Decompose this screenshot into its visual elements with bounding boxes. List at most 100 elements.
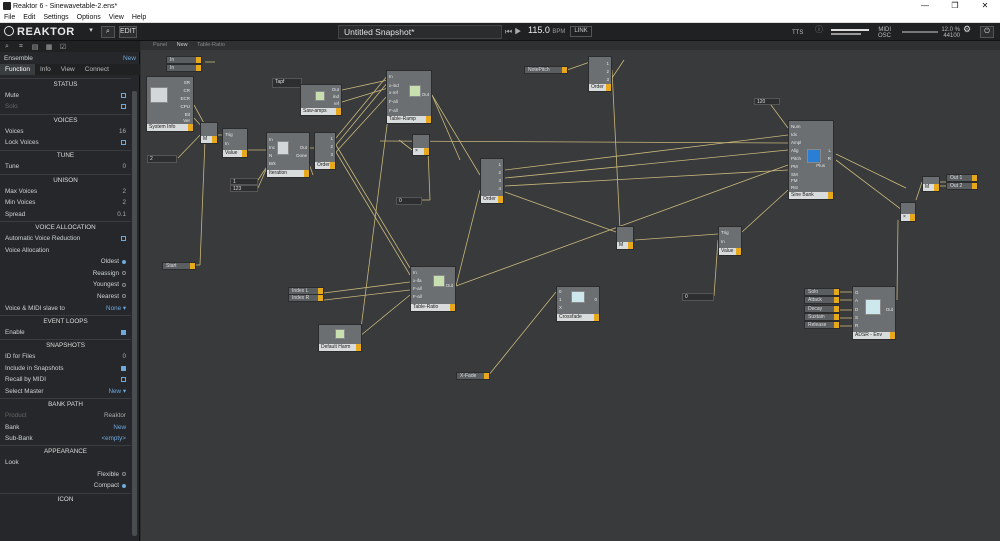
checkbox[interactable] (121, 236, 126, 242)
menu-help[interactable]: Help (131, 13, 147, 21)
adsr-env-module[interactable]: G A D S R Out ADSR - Env (852, 286, 896, 340)
play-icon[interactable]: ▶ (514, 27, 522, 36)
checkbox[interactable] (121, 377, 126, 383)
property-value[interactable]: Reaktor (103, 411, 126, 419)
merge-module[interactable]: M (200, 122, 218, 144)
out-module-1[interactable]: Out 1 (946, 174, 978, 182)
tempo-display[interactable]: 115.0 BPM (528, 25, 565, 35)
breadcrumb-item[interactable]: Table-Ratio (197, 42, 225, 48)
checkbox[interactable] (121, 92, 126, 98)
breadcrumb-item[interactable]: Panel (153, 42, 168, 48)
dropdown-chevron-icon[interactable]: ▾ (89, 27, 93, 34)
properties-icon[interactable]: ☑ (59, 43, 67, 51)
checkbox[interactable] (121, 329, 126, 335)
ensemble-value[interactable]: New (122, 54, 136, 62)
property-row[interactable]: Nearest (0, 291, 131, 303)
radio-button[interactable] (122, 271, 126, 276)
start-module[interactable]: Start (162, 262, 196, 270)
menu-file[interactable]: File (4, 13, 16, 21)
sustain-knob[interactable]: Sustain (804, 313, 840, 321)
property-row[interactable]: Mute (0, 90, 131, 102)
property-row[interactable]: Flexible (0, 469, 131, 481)
grid-icon[interactable]: ⌗ (19, 42, 23, 50)
menu-settings[interactable]: Settings (43, 13, 69, 21)
info-icon[interactable]: ⓘ (815, 25, 823, 34)
property-row[interactable]: Solo (0, 101, 131, 113)
solo-knob[interactable]: Solo (804, 288, 840, 296)
property-row[interactable]: Automatic Voice Reduction (0, 233, 131, 245)
iteration-module[interactable]: In Inc N Brk Out Done Iteration (266, 132, 310, 178)
maximize-icon[interactable]: ❐ (951, 1, 959, 10)
order-module[interactable]: 1 2 3 Order (588, 56, 612, 92)
settings-icon[interactable]: ⚙ (963, 24, 972, 34)
property-row[interactable]: Enable (0, 326, 131, 338)
x-fade-module[interactable]: X-Fade (456, 372, 490, 380)
value-module[interactable]: Trig In Value (222, 128, 248, 158)
link-button[interactable]: LINK (570, 26, 592, 37)
browser-search-icon[interactable]: ⌕ (5, 42, 9, 50)
constant-module[interactable]: 2 (147, 155, 177, 163)
tab-view[interactable]: View (60, 66, 75, 73)
property-row[interactable]: Lock Voices (0, 137, 131, 149)
property-value[interactable]: 0 (122, 352, 126, 360)
table-ratio-module[interactable]: In x-ifa F-all F-all Out Table-Ratio (410, 266, 456, 312)
property-value[interactable]: 2 (122, 199, 126, 207)
menu-options[interactable]: Options (76, 13, 101, 21)
order-module[interactable]: 1 2 3 Order (314, 132, 336, 170)
constant-module[interactable]: 123 (230, 185, 258, 192)
radio-button[interactable] (122, 259, 126, 264)
radio-button[interactable] (122, 282, 126, 287)
property-value[interactable]: <empty> (101, 435, 126, 443)
breadcrumb-item[interactable]: New (176, 42, 188, 48)
menu-view[interactable]: View (108, 13, 124, 21)
property-row[interactable]: Sub-Bank<empty> (0, 433, 131, 445)
release-knob[interactable]: Release (804, 321, 840, 329)
multiply-module[interactable]: × (412, 134, 430, 156)
radio-button[interactable] (122, 472, 126, 477)
tts-label[interactable]: TTS (792, 30, 804, 36)
property-row[interactable]: Recall by MIDI (0, 374, 131, 386)
library-icon[interactable]: ▤ (31, 43, 39, 51)
tab-info[interactable]: Info (39, 66, 51, 73)
in-module[interactable]: In (166, 64, 202, 72)
multiply-module[interactable]: × (900, 202, 916, 222)
property-value[interactable]: 2 (122, 187, 126, 195)
system-info-module[interactable]: SR CR ECR CPU Bit Ver System Info (146, 76, 194, 132)
decay-knob[interactable]: Decay (804, 305, 840, 313)
crossfade-module[interactable]: 0 1 X 0 Crossfade (556, 286, 600, 322)
in-module[interactable]: In (166, 56, 202, 64)
table-ramp-module[interactable]: In x-ind x-ref F-all F-all Out Table-Ram… (386, 70, 432, 124)
merge-module[interactable]: M (616, 226, 634, 250)
property-value[interactable]: None ▾ (106, 304, 126, 312)
stop-icon[interactable]: ⏮ (505, 27, 513, 36)
constant-module[interactable]: 1 (230, 178, 258, 185)
property-row[interactable]: Oldest (0, 256, 131, 268)
minimize-icon[interactable]: — (921, 1, 929, 10)
property-value[interactable]: New (113, 423, 126, 431)
modules-icon[interactable]: ▦ (45, 43, 53, 51)
property-row[interactable]: Include in Snapshots (0, 362, 131, 374)
merge-module[interactable]: M (922, 176, 940, 192)
constant-module[interactable]: 0 (396, 197, 422, 205)
sine-bank-module[interactable]: Num Idx Ampl Alig Pitch PM SM FM Rst L R… (788, 120, 834, 200)
tapf-module[interactable]: Tapf (272, 78, 302, 88)
saw-amps-module[interactable]: Out ind ref Saw-amps (300, 84, 342, 116)
checkbox[interactable] (121, 365, 126, 371)
radio-button[interactable] (122, 294, 126, 299)
power-icon[interactable]: ⏻ (980, 26, 994, 38)
snapshot-name-field[interactable]: Untitled Snapshot* (338, 25, 502, 39)
menu-edit[interactable]: Edit (23, 13, 36, 21)
property-value[interactable]: 0.1 (117, 210, 126, 218)
value-module[interactable]: Trig In Value (718, 226, 742, 256)
attack-knob[interactable]: Attack (804, 296, 840, 304)
checkbox[interactable] (121, 104, 126, 110)
volume-slider[interactable] (902, 31, 938, 33)
notepitch-module[interactable]: NotePitch (524, 66, 568, 74)
